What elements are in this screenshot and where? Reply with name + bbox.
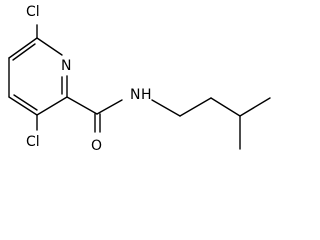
bond-c3-c4 <box>239 97 271 117</box>
bond-c6-c5-inner <box>12 43 36 61</box>
molecule-drawing: Cl N Cl N H O <box>8 4 271 154</box>
bond-c2-carbonyl <box>66 96 98 115</box>
structure-diagram: Cl N Cl N H O <box>8 4 271 154</box>
bond-c3-c2 <box>36 96 68 116</box>
bond-carbonyl-n <box>96 99 123 115</box>
bond-c4-c3 <box>8 96 38 116</box>
atom-cl-top: Cl <box>26 4 40 20</box>
bond-c2-c3 <box>210 97 241 117</box>
atom-n-ring: N <box>61 58 71 74</box>
bond-n1-c6 <box>36 37 63 56</box>
bond-c6-c5 <box>8 37 38 59</box>
atom-cl-bottom: Cl <box>26 134 40 150</box>
bond-c1-c2 <box>179 97 212 117</box>
atom-h-amide: H <box>141 87 152 103</box>
bond-c4-c3-inner <box>13 94 38 111</box>
atom-o-carbonyl: O <box>91 138 102 154</box>
bond-n-c1 <box>151 99 181 117</box>
atom-n-amide: N <box>130 87 140 103</box>
